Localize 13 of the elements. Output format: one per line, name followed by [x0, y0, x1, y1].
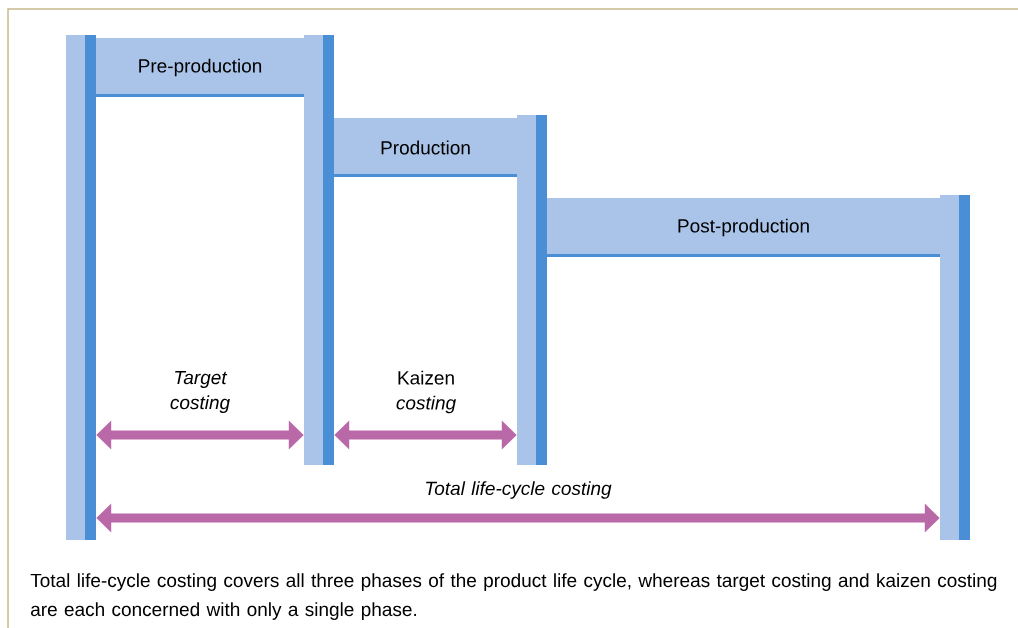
node-label: Post-production: [678, 218, 809, 237]
node-label: Production: [381, 140, 470, 155]
caption: Total life-cycle costing covers all three phases of the product life cycle, whereas target costing and kaizen costing are each concerned with only a single phase.: [30, 573, 997, 620]
pillar-bar: [940, 195, 970, 540]
phase-box: Production: [334, 118, 517, 177]
phase-box: Pre-production: [96, 38, 304, 97]
pillar-bar: [66, 35, 96, 540]
pillar-bar: [304, 35, 334, 465]
pillar-bar: [517, 115, 547, 465]
node-label: Pre-production: [139, 58, 262, 77]
edge-label: Kaizen costing: [396, 370, 456, 414]
edge-label: Target costing: [170, 371, 230, 413]
edge-label: Total life-cycle costing: [426, 481, 612, 499]
